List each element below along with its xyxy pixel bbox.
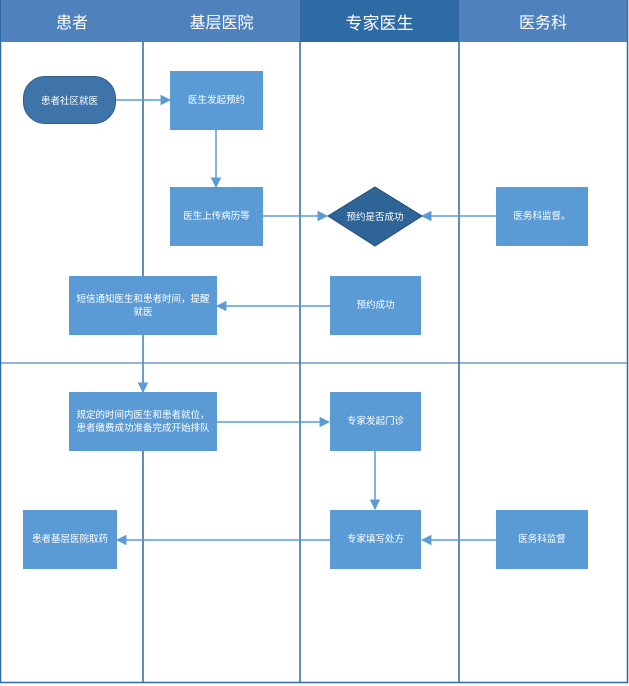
sms-notify-node: 短信通知医生和患者时间，提醒就医 bbox=[69, 276, 217, 335]
upload-records-node: 医生上传病历等 bbox=[170, 187, 263, 246]
decision-label: 预约是否成功 bbox=[346, 212, 404, 223]
supervise-node-2: 医务科监督 bbox=[496, 510, 588, 569]
lane-header-medical: 医务科 bbox=[459, 0, 627, 42]
lane-header-expert: 专家医生 bbox=[300, 0, 459, 42]
ready-queue-node: 规定的时间内医生和患者就位，患者缴费成功准备完成开始排队 bbox=[69, 392, 217, 451]
book-success-node: 预约成功 bbox=[330, 276, 421, 335]
start-node: 患者社区就医 bbox=[23, 76, 116, 124]
lane-header-patient: 患者 bbox=[1, 0, 143, 42]
prescribe-node: 专家填写处方 bbox=[330, 510, 421, 569]
supervise-node-1: 医务科监督。 bbox=[496, 187, 588, 246]
expert-clinic-node: 专家发起门诊 bbox=[330, 392, 421, 451]
doctor-book-node: 医生发起预约 bbox=[170, 71, 263, 130]
lane-header-hospital: 基层医院 bbox=[143, 0, 300, 42]
decision-diamond bbox=[327, 186, 423, 247]
medicine-pickup-node: 患者基层医院取药 bbox=[23, 510, 117, 569]
